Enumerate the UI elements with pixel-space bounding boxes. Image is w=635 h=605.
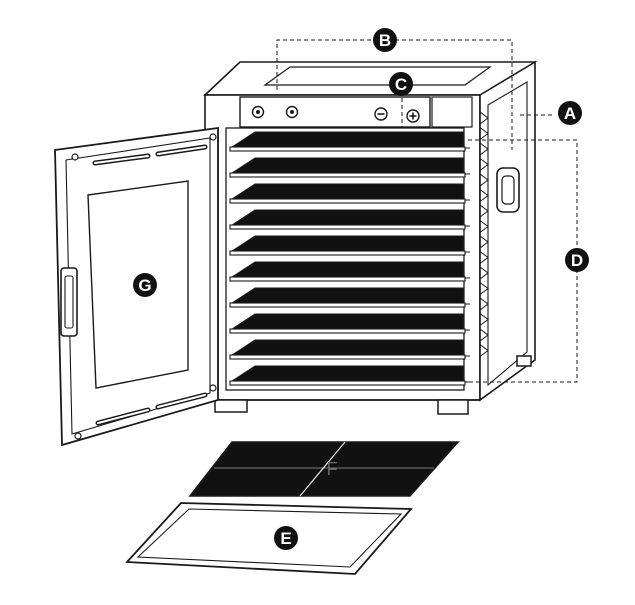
side-inset-frame — [487, 81, 528, 387]
drip-tray — [125, 502, 413, 575]
dimension-guides — [276, 39, 578, 383]
label-a: A — [564, 104, 576, 123]
tray-10 — [229, 365, 466, 386]
knob-icon[interactable] — [251, 105, 265, 119]
control-panel-strip — [239, 96, 431, 128]
tray-8 — [229, 313, 466, 334]
label-badge-c: C — [389, 72, 413, 96]
tray-9 — [229, 339, 466, 360]
label-badge-e: E — [274, 526, 298, 550]
tray-4 — [229, 209, 466, 230]
foot-back — [516, 355, 532, 367]
tray-3 — [229, 183, 466, 204]
minus-button-icon[interactable] — [374, 107, 388, 121]
door-window — [87, 180, 189, 389]
label-f-marker: F — [327, 459, 338, 479]
label-badge-d: D — [565, 248, 589, 272]
side-vents — [479, 111, 489, 357]
side-handle-grip — [501, 175, 515, 205]
guide-b — [276, 39, 513, 150]
mesh-sheet — [188, 441, 460, 497]
label-badge-g: G — [133, 273, 157, 297]
knob-icon[interactable] — [285, 105, 299, 119]
label-badge-a: A — [558, 101, 582, 125]
plus-button-icon[interactable] — [406, 109, 420, 123]
label-c: C — [395, 75, 407, 94]
tray-5 — [229, 235, 466, 256]
tray-stack — [229, 131, 466, 386]
door-inner-bevel — [65, 137, 211, 435]
cabinet-feet — [214, 355, 532, 415]
label-f: F — [327, 459, 338, 479]
chamber-opening — [225, 127, 465, 391]
foot-right — [437, 399, 469, 415]
label-g: G — [138, 276, 151, 295]
control-panel — [239, 96, 473, 128]
label-badge-b: B — [373, 28, 397, 52]
tray-7 — [229, 287, 466, 308]
label-e: E — [280, 529, 291, 548]
tray-2 — [229, 157, 466, 178]
tray-1 — [229, 131, 466, 152]
foot-left — [214, 399, 248, 413]
tray-6 — [229, 261, 466, 282]
label-d: D — [571, 251, 583, 270]
label-b: B — [379, 31, 391, 50]
side-handle — [496, 167, 520, 213]
